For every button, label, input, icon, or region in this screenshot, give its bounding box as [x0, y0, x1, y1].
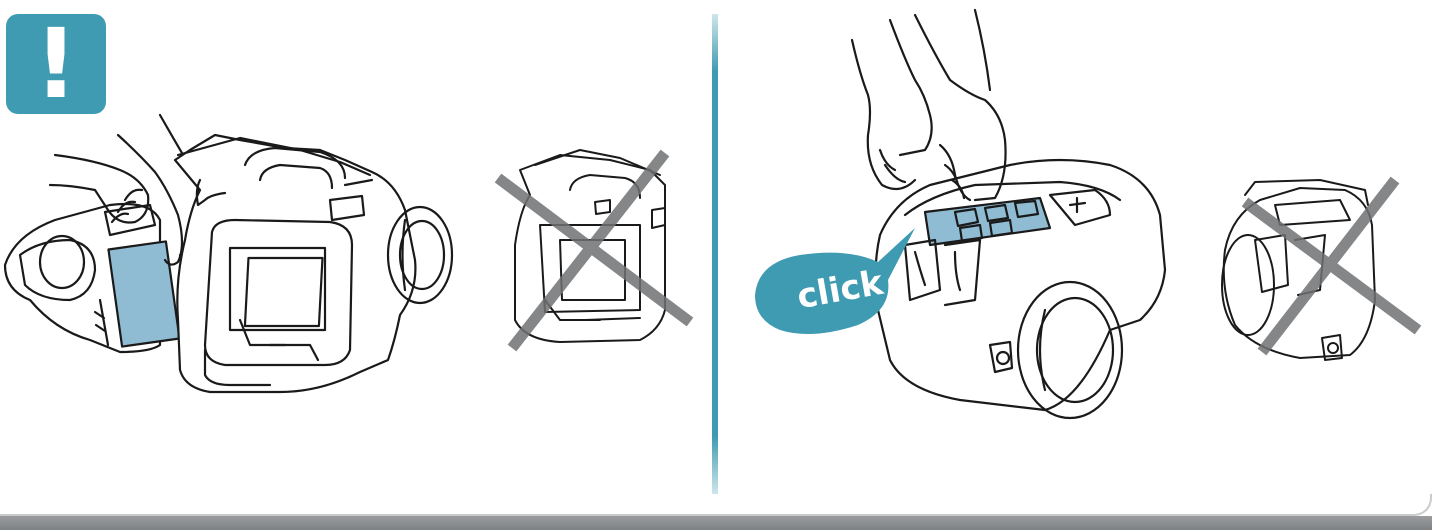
right-panel: click — [720, 0, 1432, 495]
left-illustration — [0, 0, 712, 495]
removed-filter-cassette — [5, 204, 180, 352]
left-panel: ! — [0, 0, 712, 495]
bottom-bar — [0, 516, 1432, 530]
warning-exclamation-icon: ! — [6, 14, 106, 114]
vacuum-open-cover — [175, 135, 452, 392]
right-illustration — [720, 0, 1432, 495]
warning-badge: ! — [6, 14, 106, 114]
panel-divider — [712, 14, 718, 494]
vacuum-closed — [875, 160, 1165, 418]
frame-edge — [0, 494, 1432, 516]
